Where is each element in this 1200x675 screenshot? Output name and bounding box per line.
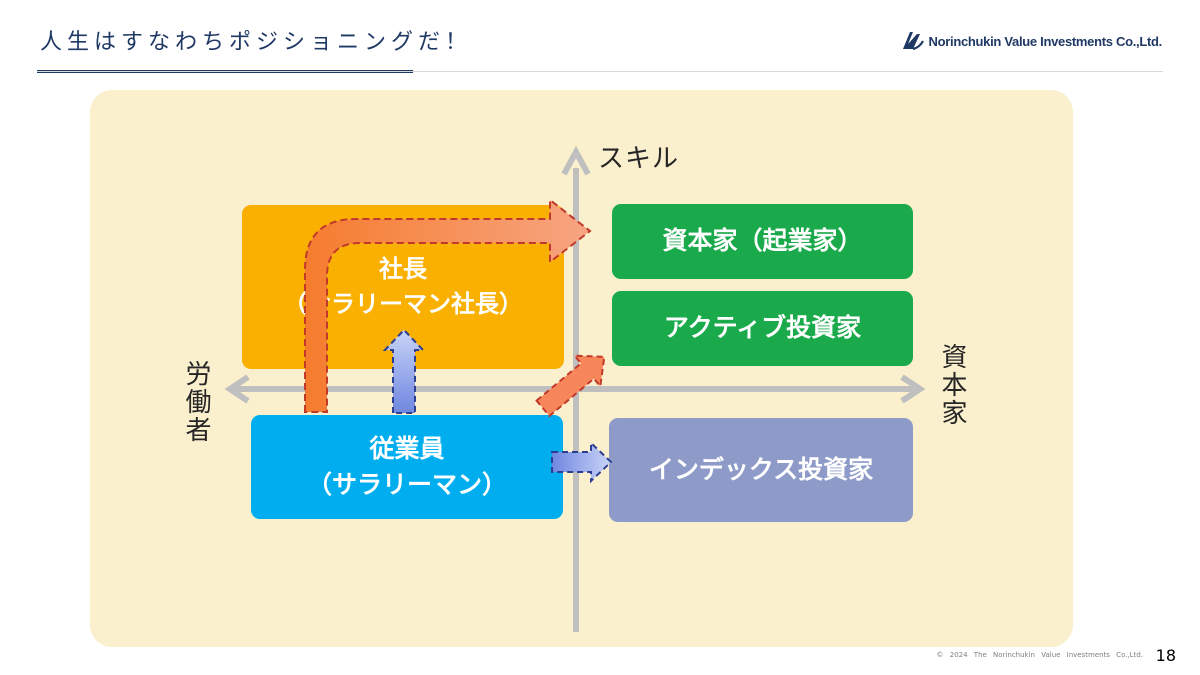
- active-investor-box: アクティブ投資家: [612, 291, 913, 366]
- president-label: 社長: [379, 255, 427, 284]
- skill-axis-label: スキル: [598, 144, 680, 174]
- page-number: 18: [1155, 646, 1176, 665]
- path-arrow-to-active-investor: [535, 354, 606, 418]
- footer-copyright: © 2024 The Norinchukin Value Investments…: [936, 651, 1143, 659]
- company-logo-icon: [902, 32, 924, 51]
- active-investor-label: アクティブ投資家: [663, 313, 862, 343]
- path-arrow-to-entrepreneur: [304, 197, 592, 413]
- company-logo-text: Norinchukin Value Investments Co.,Ltd.: [928, 33, 1163, 49]
- employee-box: 従業員 （サラリーマン）: [251, 415, 563, 519]
- skill-axis: [561, 145, 591, 632]
- employee-label: 従業員: [369, 433, 445, 463]
- path-arrow-to-index-investor: [551, 440, 613, 484]
- employee-sublabel: （サラリーマン）: [306, 470, 507, 499]
- index-investor-box: インデックス投資家: [609, 418, 913, 522]
- capitalist-entrepreneur-box: 資本家（起業家）: [612, 204, 913, 279]
- index-investor-label: インデックス投資家: [648, 454, 874, 484]
- company-logo: Norinchukin Value Investments Co.,Ltd.: [899, 28, 1162, 54]
- path-arrow-to-president: [382, 328, 426, 414]
- capital-axis-label: 資本家: [937, 343, 967, 427]
- header-divider: [37, 71, 1163, 72]
- labor-axis-label: 労働者: [181, 360, 211, 444]
- capitalist-entrepreneur-label: 資本家（起業家）: [662, 226, 863, 256]
- slide-title: 人生はすなわちポジショニングだ！: [40, 30, 473, 55]
